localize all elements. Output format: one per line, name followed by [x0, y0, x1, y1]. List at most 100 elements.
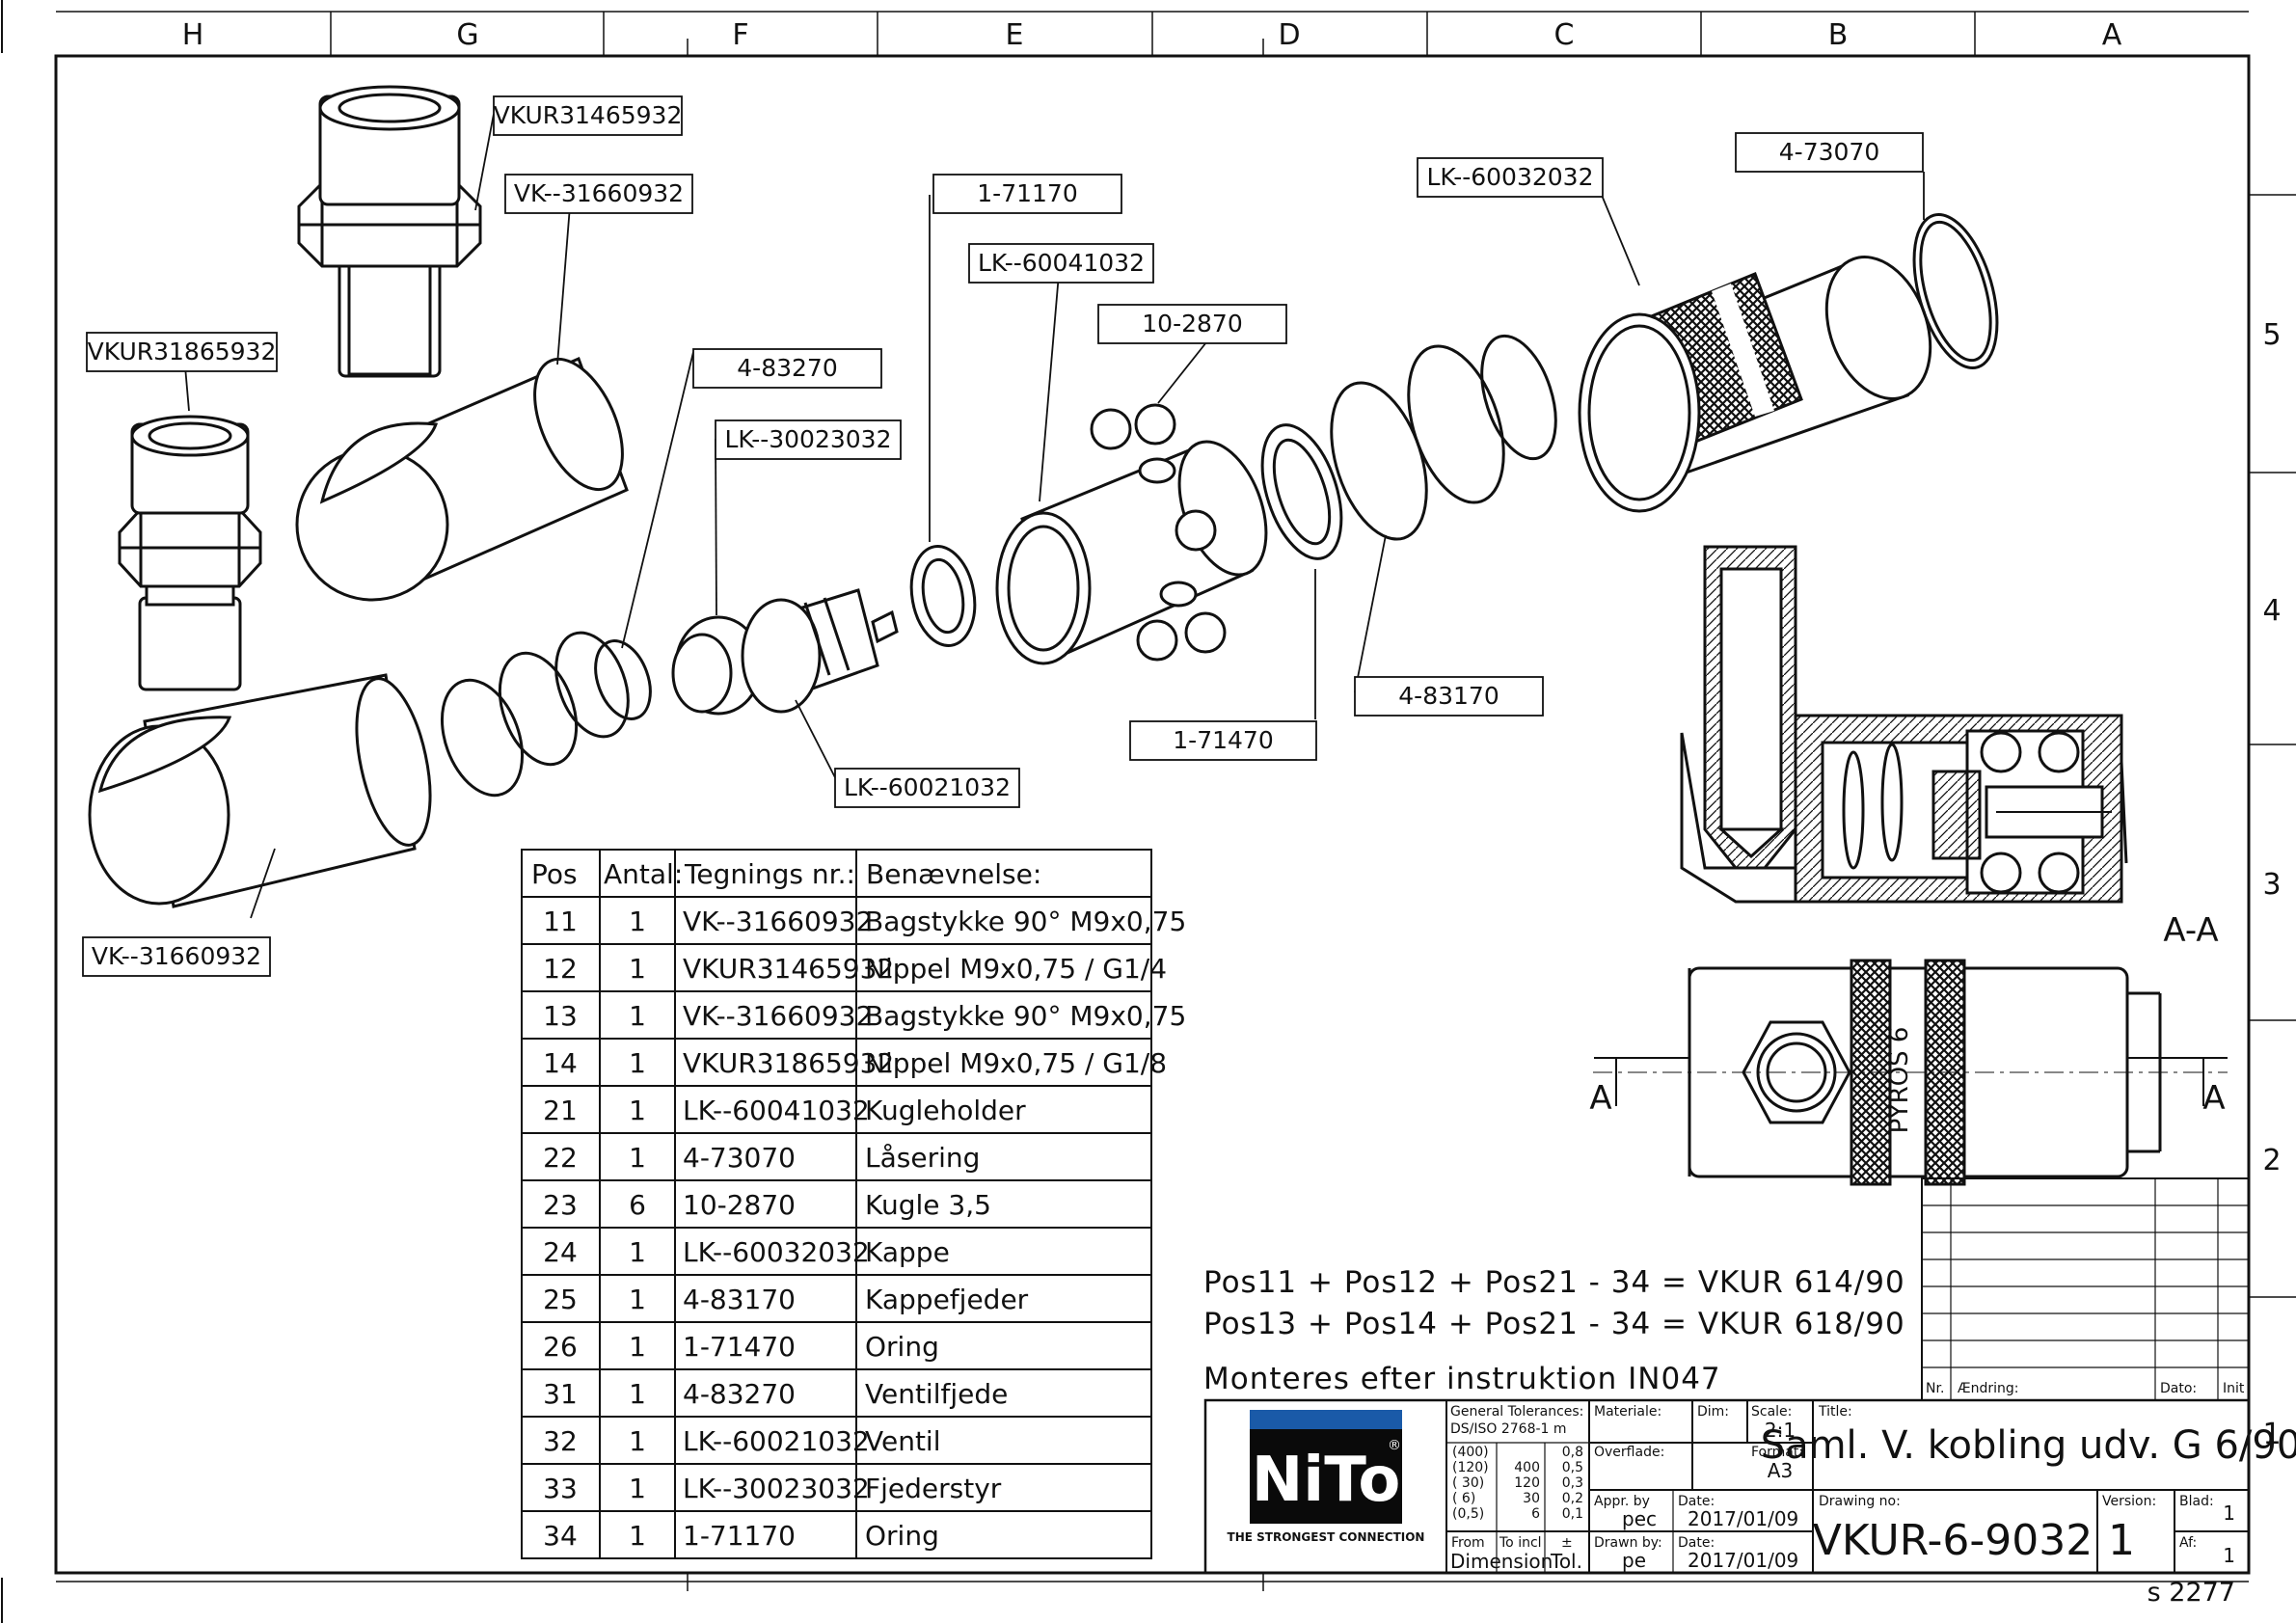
sheet-reference: s 2277	[2147, 1578, 2235, 1608]
callout-label-vk31660932-lower: VK--31660932	[92, 942, 261, 970]
drawn-date-value: 2017/01/09	[1688, 1549, 1798, 1572]
callout-leaders	[184, 113, 1925, 919]
table-cell: 34	[543, 1520, 578, 1552]
revision-header: Nr.	[1926, 1381, 1944, 1396]
approval-date-value: 2017/01/09	[1688, 1507, 1798, 1530]
section-view-a-a	[1680, 545, 2128, 904]
table-cell: 1	[629, 1378, 646, 1410]
section-label: A-A	[2163, 911, 2218, 950]
tolerance-value: 0,5	[1562, 1460, 1583, 1475]
side-view	[1593, 959, 2228, 1186]
oring-1-71470-part	[1260, 423, 1343, 560]
table-cell: 4-83270	[683, 1378, 796, 1410]
tolerance-value: 0,1	[1562, 1506, 1583, 1522]
table-cell: 23	[543, 1189, 578, 1221]
table-cell: LK--60032032	[683, 1236, 870, 1268]
table-cell: 1	[629, 1473, 646, 1504]
version-value: 1	[2108, 1516, 2135, 1565]
zone-label: E	[1006, 18, 1024, 52]
approval-date-label: Date:	[1678, 1494, 1715, 1509]
table-cell: 13	[543, 1000, 578, 1032]
table-cell: Oring	[865, 1331, 939, 1363]
table-cell: Bagstykke 90° M9x0,75	[865, 1000, 1186, 1032]
column-header: Benævnelse:	[866, 858, 1041, 890]
callout-label-vkur31465932: VKUR31465932	[494, 101, 683, 129]
tolerance-value: (120)	[1452, 1460, 1489, 1475]
logo-blue-band	[1250, 1410, 1402, 1429]
callout-label-lk60041032: LK--60041032	[978, 249, 1145, 277]
exploded-view	[88, 85, 1999, 908]
table-cell: 21	[543, 1095, 578, 1126]
sleeve-spring-part	[1330, 334, 1557, 541]
instruction-note: Monteres efter instruktion IN047	[1203, 1362, 1721, 1396]
table-cell: 26	[543, 1331, 578, 1363]
zone-label: D	[1278, 18, 1300, 52]
format-label: Format:	[1751, 1445, 1803, 1460]
tolerance-value: 0,2	[1562, 1491, 1583, 1506]
table-cell: 22	[543, 1142, 578, 1174]
drawn-by-label: Drawn by:	[1594, 1535, 1662, 1551]
table-row: 26 1 1-71470 Oring	[543, 1331, 939, 1363]
logo-tagline: THE STRONGEST CONNECTION	[1228, 1530, 1425, 1544]
table-cell: 25	[543, 1284, 578, 1315]
surface-label: Overflade:	[1594, 1445, 1664, 1460]
table-row: 14 1 VKUR31865932 Nippel M9x0,75 / G1/8	[543, 1047, 1167, 1079]
callout-label-1-71470: 1-71470	[1173, 726, 1273, 754]
assembly-formula-1: Pos11 + Pos12 + Pos21 - 34 = VKUR 614/90	[1203, 1265, 1905, 1300]
plus-minus-label: ±	[1561, 1535, 1573, 1551]
table-cell: LK--60041032	[683, 1095, 870, 1126]
parts-table-rows: 11 1 VK--31660932 Bagstykke 90° M9x0,75 …	[543, 906, 1186, 1552]
zone-label: A	[2102, 18, 2122, 52]
section-marker-right: A	[2202, 1079, 2225, 1118]
table-cell: 1-71470	[683, 1331, 796, 1363]
table-row: 32 1 LK--60021032 Ventil	[543, 1425, 940, 1457]
table-cell: 4-73070	[683, 1142, 796, 1174]
sleeve-part	[1578, 256, 1932, 513]
table-cell: 1	[629, 1425, 646, 1457]
table-row: 31 1 4-83270 Ventilfjede	[543, 1378, 1008, 1410]
approved-by-value: pec	[1622, 1507, 1657, 1530]
table-row: 34 1 1-71170 Oring	[543, 1520, 939, 1552]
tolerance-value: ( 6)	[1452, 1491, 1475, 1506]
table-cell: VK--31660932	[683, 906, 873, 937]
table-cell: 6	[629, 1189, 646, 1221]
approved-by-label: Appr. by	[1594, 1494, 1650, 1509]
table-cell: Kugle 3,5	[865, 1189, 991, 1221]
tolerance-table: (400) (120) ( 30) ( 6) (0,5) 400 120 30 …	[1452, 1445, 1583, 1522]
table-row: 25 1 4-83170 Kappefjeder	[543, 1284, 1028, 1315]
table-cell: 4-83170	[683, 1284, 796, 1315]
general-tolerances-standard: DS/ISO 2768-1 m	[1450, 1421, 1567, 1437]
drawing-number: VKUR-6-9032	[1813, 1516, 2093, 1565]
table-cell: VKUR31465932	[683, 953, 894, 985]
table-cell: Oring	[865, 1520, 939, 1552]
table-row: 21 1 LK--60041032 Kugleholder	[543, 1095, 1026, 1126]
tolerance-value: 30	[1523, 1491, 1540, 1506]
table-cell: 1	[629, 1520, 646, 1552]
table-cell: VKUR31865932	[683, 1047, 894, 1079]
zone-label: C	[1554, 18, 1575, 52]
callout-label-vk31660932: VK--31660932	[514, 179, 684, 207]
callout-label-lk30023032: LK--30023032	[725, 425, 892, 453]
table-cell: Fjederstyr	[865, 1473, 1002, 1504]
oring-1-71170-part	[909, 544, 977, 648]
assembly-notes: Pos11 + Pos12 + Pos21 - 34 = VKUR 614/90…	[1203, 1265, 1905, 1396]
table-cell: Ventilfjede	[865, 1378, 1008, 1410]
ball-holder-part	[995, 403, 1268, 665]
zone-label: B	[1828, 18, 1849, 52]
zone-label: G	[456, 18, 478, 52]
title-block: NiTo ® THE STRONGEST CONNECTION General …	[1203, 1398, 2296, 1575]
revision-header: Dato:	[2160, 1381, 2197, 1396]
revision-block: Nr. Ændring: Dato: Init	[1921, 1177, 2250, 1401]
table-row: 22 1 4-73070 Låsering	[543, 1142, 980, 1174]
tolerance-value: 120	[1514, 1475, 1540, 1491]
table-cell: 33	[543, 1473, 578, 1504]
scale-label: Scale:	[1751, 1404, 1792, 1420]
table-cell: 31	[543, 1378, 578, 1410]
tolerance-value: 0,8	[1562, 1445, 1583, 1460]
table-cell: 14	[543, 1047, 578, 1079]
table-cell: Kugleholder	[865, 1095, 1026, 1126]
drawn-by-value: pe	[1622, 1549, 1646, 1572]
title-label: Title:	[1818, 1404, 1852, 1420]
table-cell: Kappefjeder	[865, 1284, 1029, 1315]
